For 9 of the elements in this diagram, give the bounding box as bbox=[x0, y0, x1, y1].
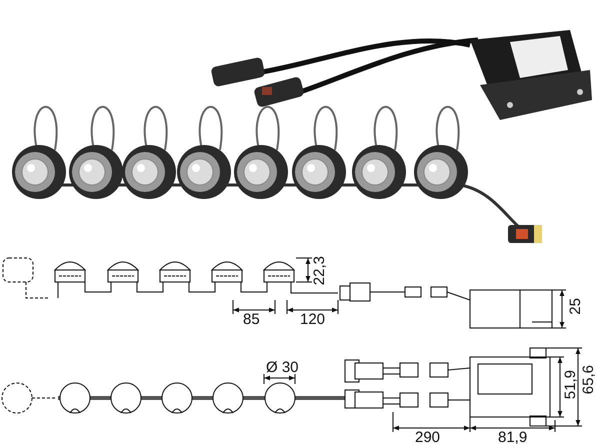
dimension-label: 81,9 bbox=[498, 430, 528, 445]
dimension-label: Ø 30 bbox=[266, 360, 299, 375]
dimension-label: 290 bbox=[415, 430, 440, 445]
dimension-label: 22,3 bbox=[312, 256, 327, 286]
dimension-label: 51,9 bbox=[563, 370, 578, 400]
dimension-label: 120 bbox=[300, 312, 326, 327]
dimension-label: 65,6 bbox=[581, 365, 596, 394]
dimension-label: 25 bbox=[568, 298, 583, 315]
dimension-label: 85 bbox=[243, 312, 260, 327]
